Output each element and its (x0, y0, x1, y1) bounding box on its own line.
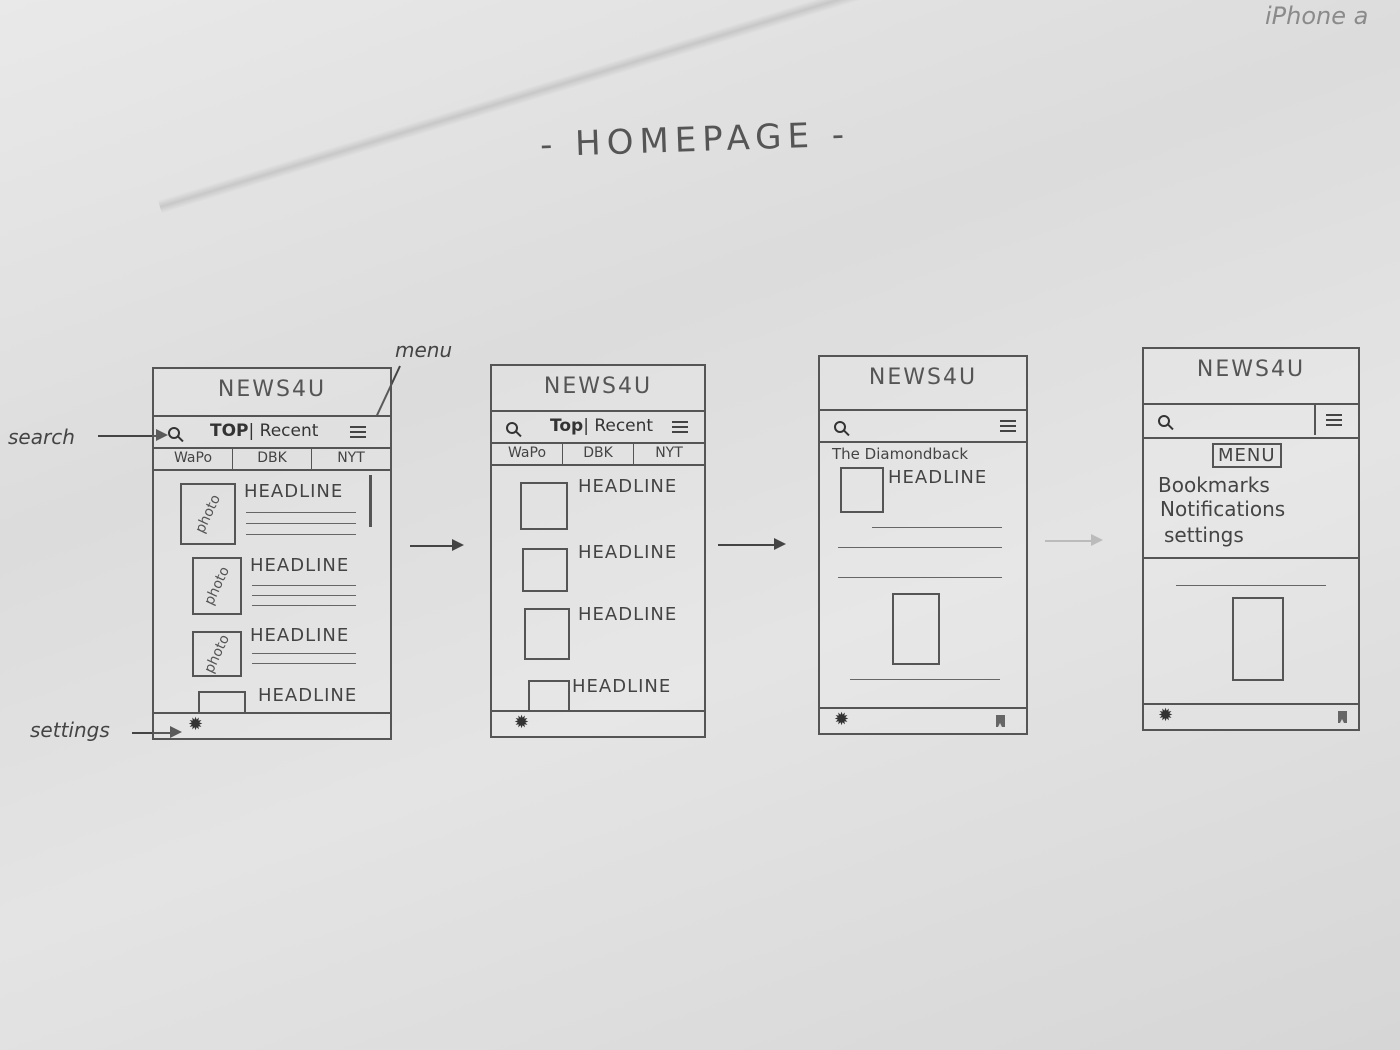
top-recent-tabs: Top| Recent (550, 416, 653, 436)
screen-2: NEWS4U Top| Recent WaPo DBK NYT HEADLINE… (490, 364, 706, 738)
menu-divider (1314, 405, 1316, 435)
photo-label: photo (201, 632, 233, 676)
menu-icon[interactable] (1000, 420, 1016, 432)
annotation-search: search (8, 425, 75, 449)
search-icon[interactable] (506, 422, 518, 434)
search-icon[interactable] (1158, 415, 1170, 427)
tab-top[interactable]: TOP (210, 421, 249, 441)
paper-crease (157, 0, 1214, 214)
article-headline[interactable]: HEADLINE (244, 481, 344, 502)
menu-item-bookmarks[interactable]: Bookmarks (1158, 473, 1270, 497)
bottom-bar: ✹ (492, 710, 704, 736)
bookmark-icon[interactable] (1338, 711, 1347, 723)
tab-recent[interactable]: | Recent (248, 421, 319, 441)
source-tab-dbk[interactable]: DBK (563, 444, 634, 464)
source-tab-dbk[interactable]: DBK (233, 449, 312, 469)
arrow-settings-head (170, 726, 182, 738)
menu-item-notifications[interactable]: Notifications (1160, 497, 1286, 521)
tab-top[interactable]: Top (550, 416, 584, 436)
annotation-settings: settings (30, 718, 110, 742)
article-headline[interactable]: HEADLINE (578, 604, 678, 625)
app-brand: NEWS4U (217, 377, 327, 402)
source-tab-wapo[interactable]: WaPo (154, 449, 233, 469)
nav-row (1144, 405, 1358, 435)
source-tab-nyt[interactable]: NYT (655, 445, 683, 461)
screen-1: NEWS4U TOP| Recent WaPo DBK NYT photo HE… (152, 367, 392, 740)
scrollbar[interactable] (369, 475, 372, 527)
arrow-search (98, 435, 158, 437)
flow-arrow-2 (718, 544, 776, 546)
article-source-name: The Diamondback (832, 445, 969, 463)
nav-row: TOP| Recent (154, 417, 390, 447)
article-image (892, 593, 940, 665)
search-icon[interactable] (834, 421, 846, 433)
menu-icon[interactable] (1326, 414, 1342, 426)
flow-arrow-3 (1045, 540, 1093, 542)
article-thumbnail (840, 467, 884, 513)
article-headline[interactable]: HEADLINE (572, 676, 672, 697)
page-title: - HOMEPAGE - (539, 114, 851, 166)
flow-arrow-1-head (452, 539, 464, 551)
source-tab-nyt[interactable]: NYT (337, 450, 365, 466)
app-brand: NEWS4U (868, 365, 978, 390)
flow-arrow-1 (410, 545, 454, 547)
bottom-bar: ✹ (154, 712, 390, 738)
article-headline[interactable]: HEADLINE (250, 625, 350, 646)
article-image (1232, 597, 1284, 681)
photo-label: photo (201, 564, 233, 608)
menu-item-settings[interactable]: settings (1164, 523, 1244, 547)
photo-label: photo (192, 492, 224, 536)
annotation-menu: menu (395, 338, 453, 362)
app-brand: NEWS4U (543, 374, 653, 399)
source-tabs: WaPo DBK NYT (154, 449, 390, 471)
corner-note: iPhone a (1265, 2, 1369, 30)
article-thumbnail[interactable] (520, 482, 568, 530)
article-headline[interactable]: HEADLINE (578, 542, 678, 563)
bottom-bar: ✹ (820, 707, 1026, 733)
article-thumbnail[interactable] (528, 680, 570, 712)
gear-icon[interactable]: ✹ (514, 712, 530, 733)
gear-icon[interactable]: ✹ (1158, 705, 1174, 726)
arrow-search-head (156, 429, 168, 441)
gear-icon[interactable]: ✹ (188, 714, 204, 735)
menu-icon[interactable] (350, 426, 366, 438)
tab-recent[interactable]: | Recent (583, 416, 654, 436)
search-icon[interactable] (168, 427, 180, 439)
bottom-bar: ✹ (1144, 703, 1358, 729)
article-headline[interactable]: HEADLINE (250, 555, 350, 576)
article-photo[interactable]: photo (180, 483, 236, 545)
article-headline[interactable]: HEADLINE (258, 685, 358, 706)
article-photo[interactable]: photo (192, 631, 242, 677)
article-thumbnail[interactable] (524, 608, 570, 660)
menu-title: MENU (1212, 443, 1282, 468)
article-thumbnail[interactable] (522, 548, 568, 592)
article-photo[interactable]: photo (192, 557, 242, 615)
article-headline[interactable]: HEADLINE (578, 476, 678, 497)
nav-row: Top| Recent (492, 412, 704, 442)
source-tabs: WaPo DBK NYT (492, 444, 704, 466)
gear-icon[interactable]: ✹ (834, 709, 850, 730)
app-brand: NEWS4U (1196, 357, 1306, 382)
flow-arrow-3-head (1091, 534, 1103, 546)
bookmark-icon[interactable] (996, 715, 1005, 727)
article-headline: HEADLINE (888, 467, 988, 488)
source-tab-wapo[interactable]: WaPo (492, 444, 563, 464)
nav-row (820, 411, 1026, 441)
screen-3: NEWS4U The Diamondback HEADLINE ✹ (818, 355, 1028, 735)
screen-4: NEWS4U MENU Bookmarks Notifications sett… (1142, 347, 1360, 731)
menu-icon[interactable] (672, 421, 688, 433)
article-photo[interactable] (198, 691, 246, 713)
top-recent-tabs: TOP| Recent (210, 421, 318, 441)
flow-arrow-2-head (774, 538, 786, 550)
